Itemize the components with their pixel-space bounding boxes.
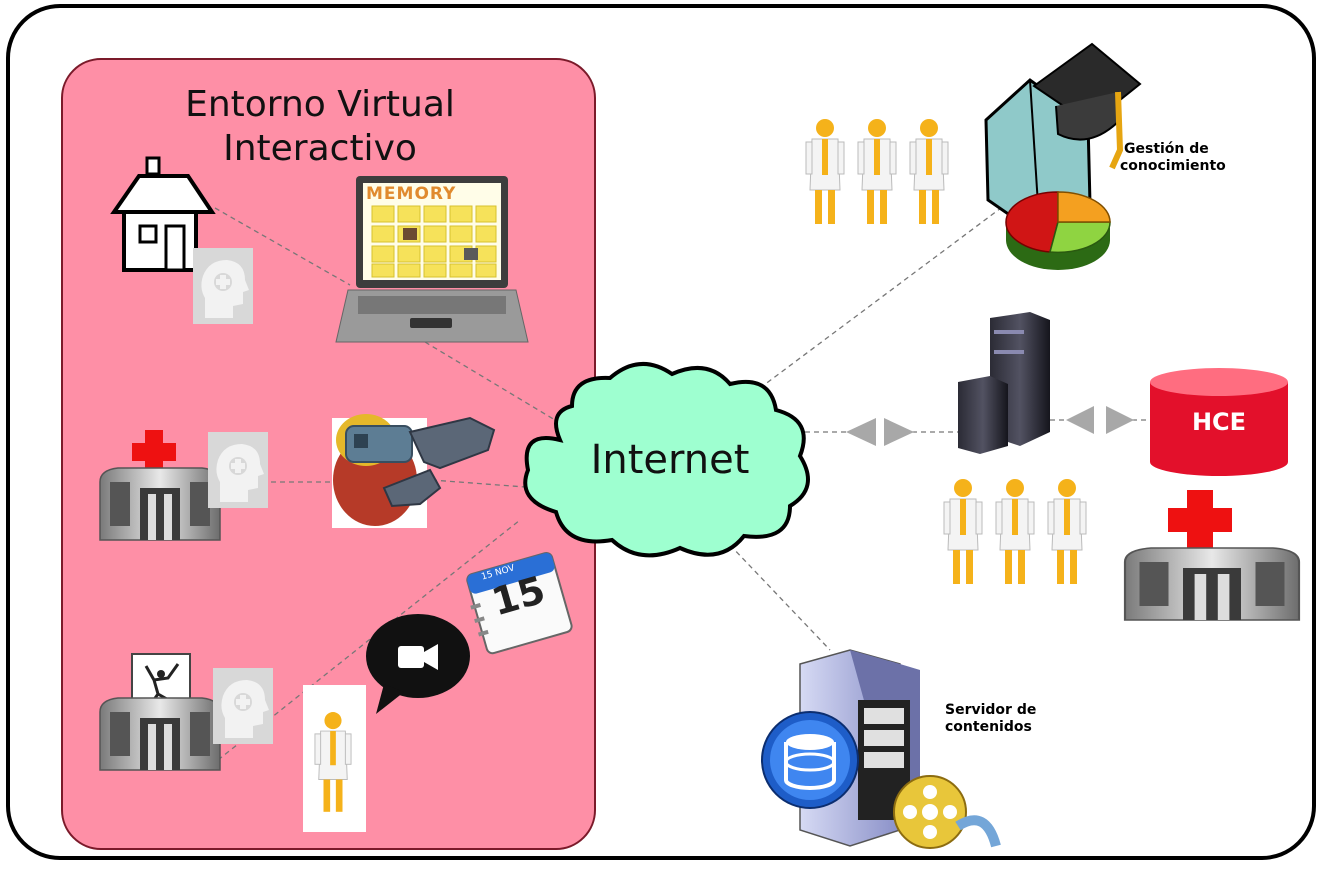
- database-disk-icon: [761, 711, 859, 809]
- bidirectional-arrows: [846, 406, 1134, 446]
- house-icon: [110, 156, 216, 272]
- doctor-icon: [1047, 478, 1087, 585]
- doctor-icon: [805, 118, 845, 225]
- knowledge-label-line2: conocimiento: [1120, 158, 1226, 174]
- hospital-icon: [99, 697, 221, 771]
- hospital-icon: [1123, 490, 1301, 622]
- doctor-icon: [995, 478, 1035, 585]
- doctor-icon: [857, 118, 897, 225]
- head-profile-icon: [193, 248, 253, 324]
- doctor-icon: [943, 478, 983, 585]
- head-profile-icon: [208, 432, 268, 508]
- video-chat-icon: [366, 614, 470, 714]
- film-reel-icon: [893, 775, 1001, 849]
- doctor-icon: [909, 118, 949, 225]
- database-icon[interactable]: [1150, 368, 1288, 476]
- hce-label: HCE: [1191, 408, 1247, 436]
- pie-chart-icon: [1005, 191, 1111, 270]
- panel-title-line1: Entorno Virtual: [185, 84, 455, 125]
- content-server-label-line2: contenidos: [945, 719, 1032, 735]
- head-profile-icon: [213, 668, 273, 744]
- hospital-icon: [99, 430, 221, 541]
- calendar-icon: [466, 551, 573, 655]
- internet-cloud[interactable]: [523, 361, 810, 558]
- memory-game-title: MEMORY: [366, 184, 457, 204]
- internet-label: Internet: [590, 437, 750, 483]
- knowledge-label-line1: Gestión de: [1124, 141, 1209, 157]
- robot-glove-icon: [332, 414, 496, 528]
- laptop-icon: [335, 176, 529, 343]
- server-rack-icon: [958, 312, 1050, 454]
- content-server-label-line1: Servidor de: [945, 702, 1037, 718]
- panel-title-line2: Interactivo: [223, 128, 417, 169]
